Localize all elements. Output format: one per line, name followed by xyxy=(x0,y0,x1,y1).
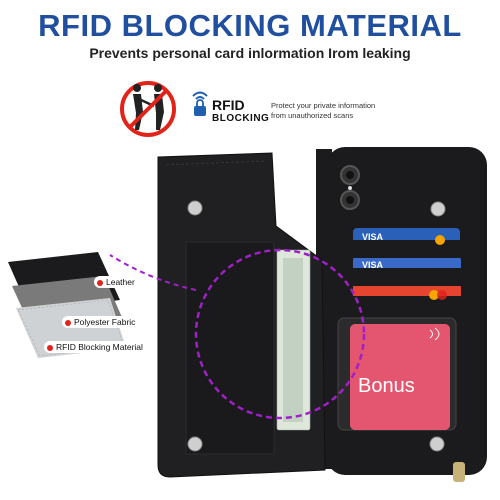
rfid-label-top: RFID xyxy=(212,97,245,113)
layer-label-rfid: RFID Blocking Material xyxy=(44,341,147,353)
visa-text: VISA xyxy=(362,232,384,242)
no-pickpocket-icon xyxy=(120,81,176,137)
rfid-badge-label: RFID BLOCKING xyxy=(212,98,269,126)
zoom-pointer xyxy=(109,254,197,291)
rfid-description: Protect your private information from un… xyxy=(271,101,375,121)
rfid-label-bottom: BLOCKING xyxy=(212,113,270,124)
layer-label-fabric: Polyester Fabric xyxy=(62,316,140,328)
page-title: RFID BLOCKING MATERIAL xyxy=(38,8,462,43)
bonus-card-text: Bonus xyxy=(358,375,415,397)
card-slots: VISA VISA xyxy=(348,228,466,314)
rfid-description-line1: Protect your private information xyxy=(271,101,376,110)
layer-label-leather: Leather xyxy=(94,276,139,288)
rfid-lock-icon xyxy=(192,91,208,116)
rfid-description-line2: from unauthorized scans xyxy=(271,111,354,120)
rfid-zoom-circle xyxy=(194,248,366,420)
wallet-case: VISA VISA Bonus xyxy=(157,147,487,482)
snap-button-icon xyxy=(187,200,446,452)
bonus-card xyxy=(350,324,450,430)
page-subtitle: Prevents personal card inlormation Irom … xyxy=(89,45,411,61)
svg-text:VISA: VISA xyxy=(362,260,384,270)
